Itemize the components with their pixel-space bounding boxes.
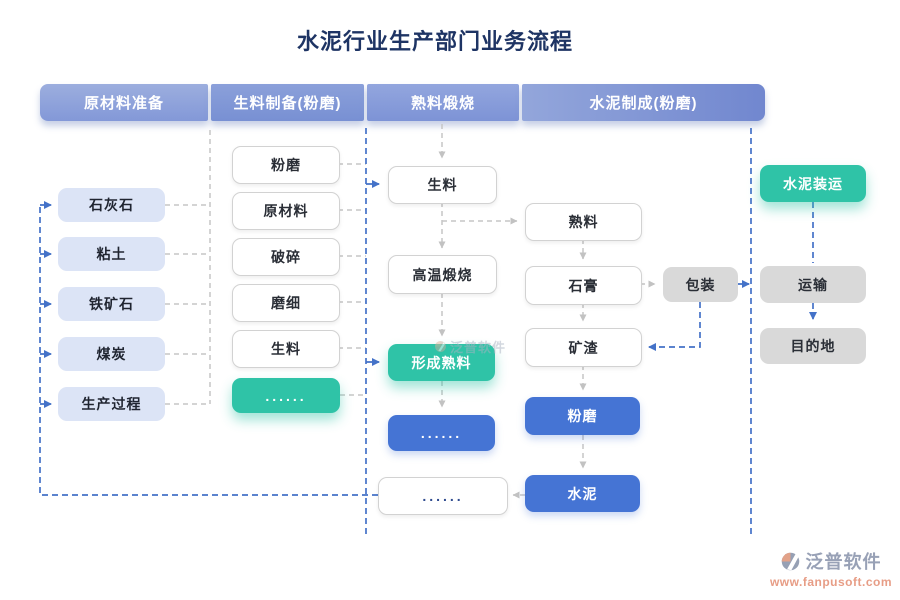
node-destination: 目的地 xyxy=(760,328,866,364)
lane-header-raw-meal: 生料制备(粉磨) xyxy=(211,84,364,121)
watermark-corner: 泛普软件 www.fanpusoft.com xyxy=(770,548,892,589)
node-packaging: 包装 xyxy=(663,267,738,302)
fanpu-logo-icon xyxy=(782,552,800,570)
node-transport: 运输 xyxy=(760,266,866,303)
node-raw-material: 原材料 xyxy=(232,192,340,230)
node-raw-meal: 生料 xyxy=(232,330,340,368)
feedback-loop xyxy=(39,205,378,496)
node-output-more: ...... xyxy=(378,477,508,515)
watermark-url-link[interactable]: www.fanpusoft.com xyxy=(769,575,892,589)
node-limestone: 石灰石 xyxy=(58,188,165,222)
node-raw-meal-input: 生料 xyxy=(388,166,497,204)
node-slag: 矿渣 xyxy=(525,328,642,367)
page-title: 水泥行业生产部门业务流程 xyxy=(296,29,573,54)
node-production-process: 生产过程 xyxy=(58,387,165,421)
node-raw-meal-more: ...... xyxy=(232,378,340,413)
node-high-temp-calcination: 高温煅烧 xyxy=(388,255,497,294)
lane-header-raw-prep: 原材料准备 xyxy=(40,84,208,121)
node-clinker-formation: 形成熟料 xyxy=(388,344,495,381)
edge-packaging-slag xyxy=(648,302,701,351)
watermark-brand: 泛普软件 xyxy=(805,552,882,572)
node-clinker: 熟料 xyxy=(525,203,642,241)
node-fine-grinding: 磨细 xyxy=(232,284,340,322)
lane-header-clinker: 熟料煅烧 xyxy=(367,84,519,121)
node-calcination-more: ...... xyxy=(388,415,495,451)
node-coal: 煤炭 xyxy=(58,337,165,371)
node-cement: 水泥 xyxy=(525,475,640,512)
node-cement-grinding: 粉磨 xyxy=(525,397,640,435)
node-grinding: 粉磨 xyxy=(232,146,340,184)
more-dots: ...... xyxy=(422,488,464,504)
node-crushing: 破碎 xyxy=(232,238,340,276)
node-cement-shipping: 水泥装运 xyxy=(760,165,866,202)
node-iron-ore: 铁矿石 xyxy=(58,287,165,321)
node-gypsum: 石膏 xyxy=(525,266,642,305)
node-clay: 粘土 xyxy=(58,237,165,271)
lane-header-cement: 水泥制成(粉磨) xyxy=(522,84,765,121)
